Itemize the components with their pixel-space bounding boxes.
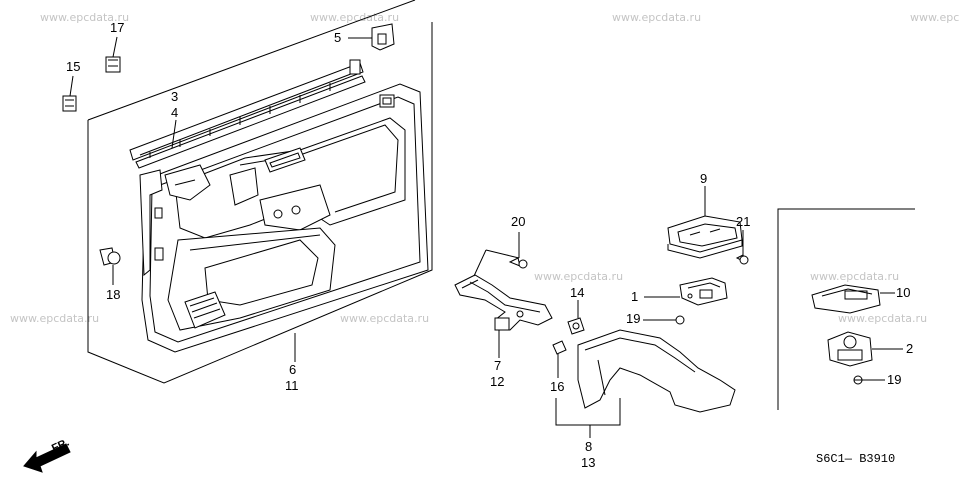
watermark: www.epcdata.ru xyxy=(612,11,702,24)
watermark: www.epc xyxy=(910,11,960,24)
callout-1: 1 xyxy=(631,289,639,304)
screw-icon xyxy=(853,375,863,385)
window-seal-strip-icon xyxy=(129,59,366,169)
callout-16: 16 xyxy=(550,379,565,394)
callout-12: 12 xyxy=(490,374,505,389)
screw-icon xyxy=(99,247,121,266)
callout-21: 21 xyxy=(736,214,751,229)
panel-frame xyxy=(87,22,433,384)
switch-panel-icon xyxy=(679,277,728,306)
switch-panel-icon xyxy=(827,331,873,367)
callout-13: 13 xyxy=(581,455,596,470)
callout-4: 4 xyxy=(171,105,179,120)
callout-6: 6 xyxy=(289,362,297,377)
diagram-code: S6C1— B3910 xyxy=(816,452,896,466)
watermark: www.epcdata.ru xyxy=(534,270,624,283)
watermark: www.epcdata.ru xyxy=(838,312,928,325)
watermark: www.epcdata.ru xyxy=(10,312,100,325)
front-arrow-icon xyxy=(23,443,71,473)
callout-8: 8 xyxy=(585,439,593,454)
callout-3: 3 xyxy=(171,89,179,104)
watermark: www.epcdata.ru xyxy=(340,312,430,325)
trim-clip-icon xyxy=(62,23,395,112)
screw-icon xyxy=(508,257,528,269)
bracket-icon xyxy=(454,274,553,331)
callout-18: 18 xyxy=(106,287,121,302)
screw-icon xyxy=(675,315,685,325)
callout-15: 15 xyxy=(66,59,81,74)
callout-17: 17 xyxy=(110,20,125,35)
switch-panel-icon xyxy=(667,215,743,259)
callout-10: 10 xyxy=(896,285,911,300)
callout-11: 11 xyxy=(285,378,299,393)
callout-19: 19 xyxy=(887,372,902,387)
callout-19: 19 xyxy=(626,311,641,326)
callout-14: 14 xyxy=(570,285,585,300)
watermark: www.epcdata.ru xyxy=(810,270,900,283)
callout-9: 9 xyxy=(700,171,708,186)
pocket-cover-icon xyxy=(577,329,736,413)
door-lining-panel-icon xyxy=(139,83,429,353)
trim-clip-icon xyxy=(567,317,585,335)
callout-20: 20 xyxy=(511,214,526,229)
callout-2: 2 xyxy=(906,341,914,356)
watermark: www.epcdata.ru xyxy=(40,11,130,24)
callout-7: 7 xyxy=(494,358,502,373)
switch-panel-icon xyxy=(811,284,881,314)
section-frame xyxy=(777,208,915,410)
trim-clip-icon xyxy=(552,340,567,355)
callout-5: 5 xyxy=(334,30,342,45)
screw-icon xyxy=(735,254,749,265)
